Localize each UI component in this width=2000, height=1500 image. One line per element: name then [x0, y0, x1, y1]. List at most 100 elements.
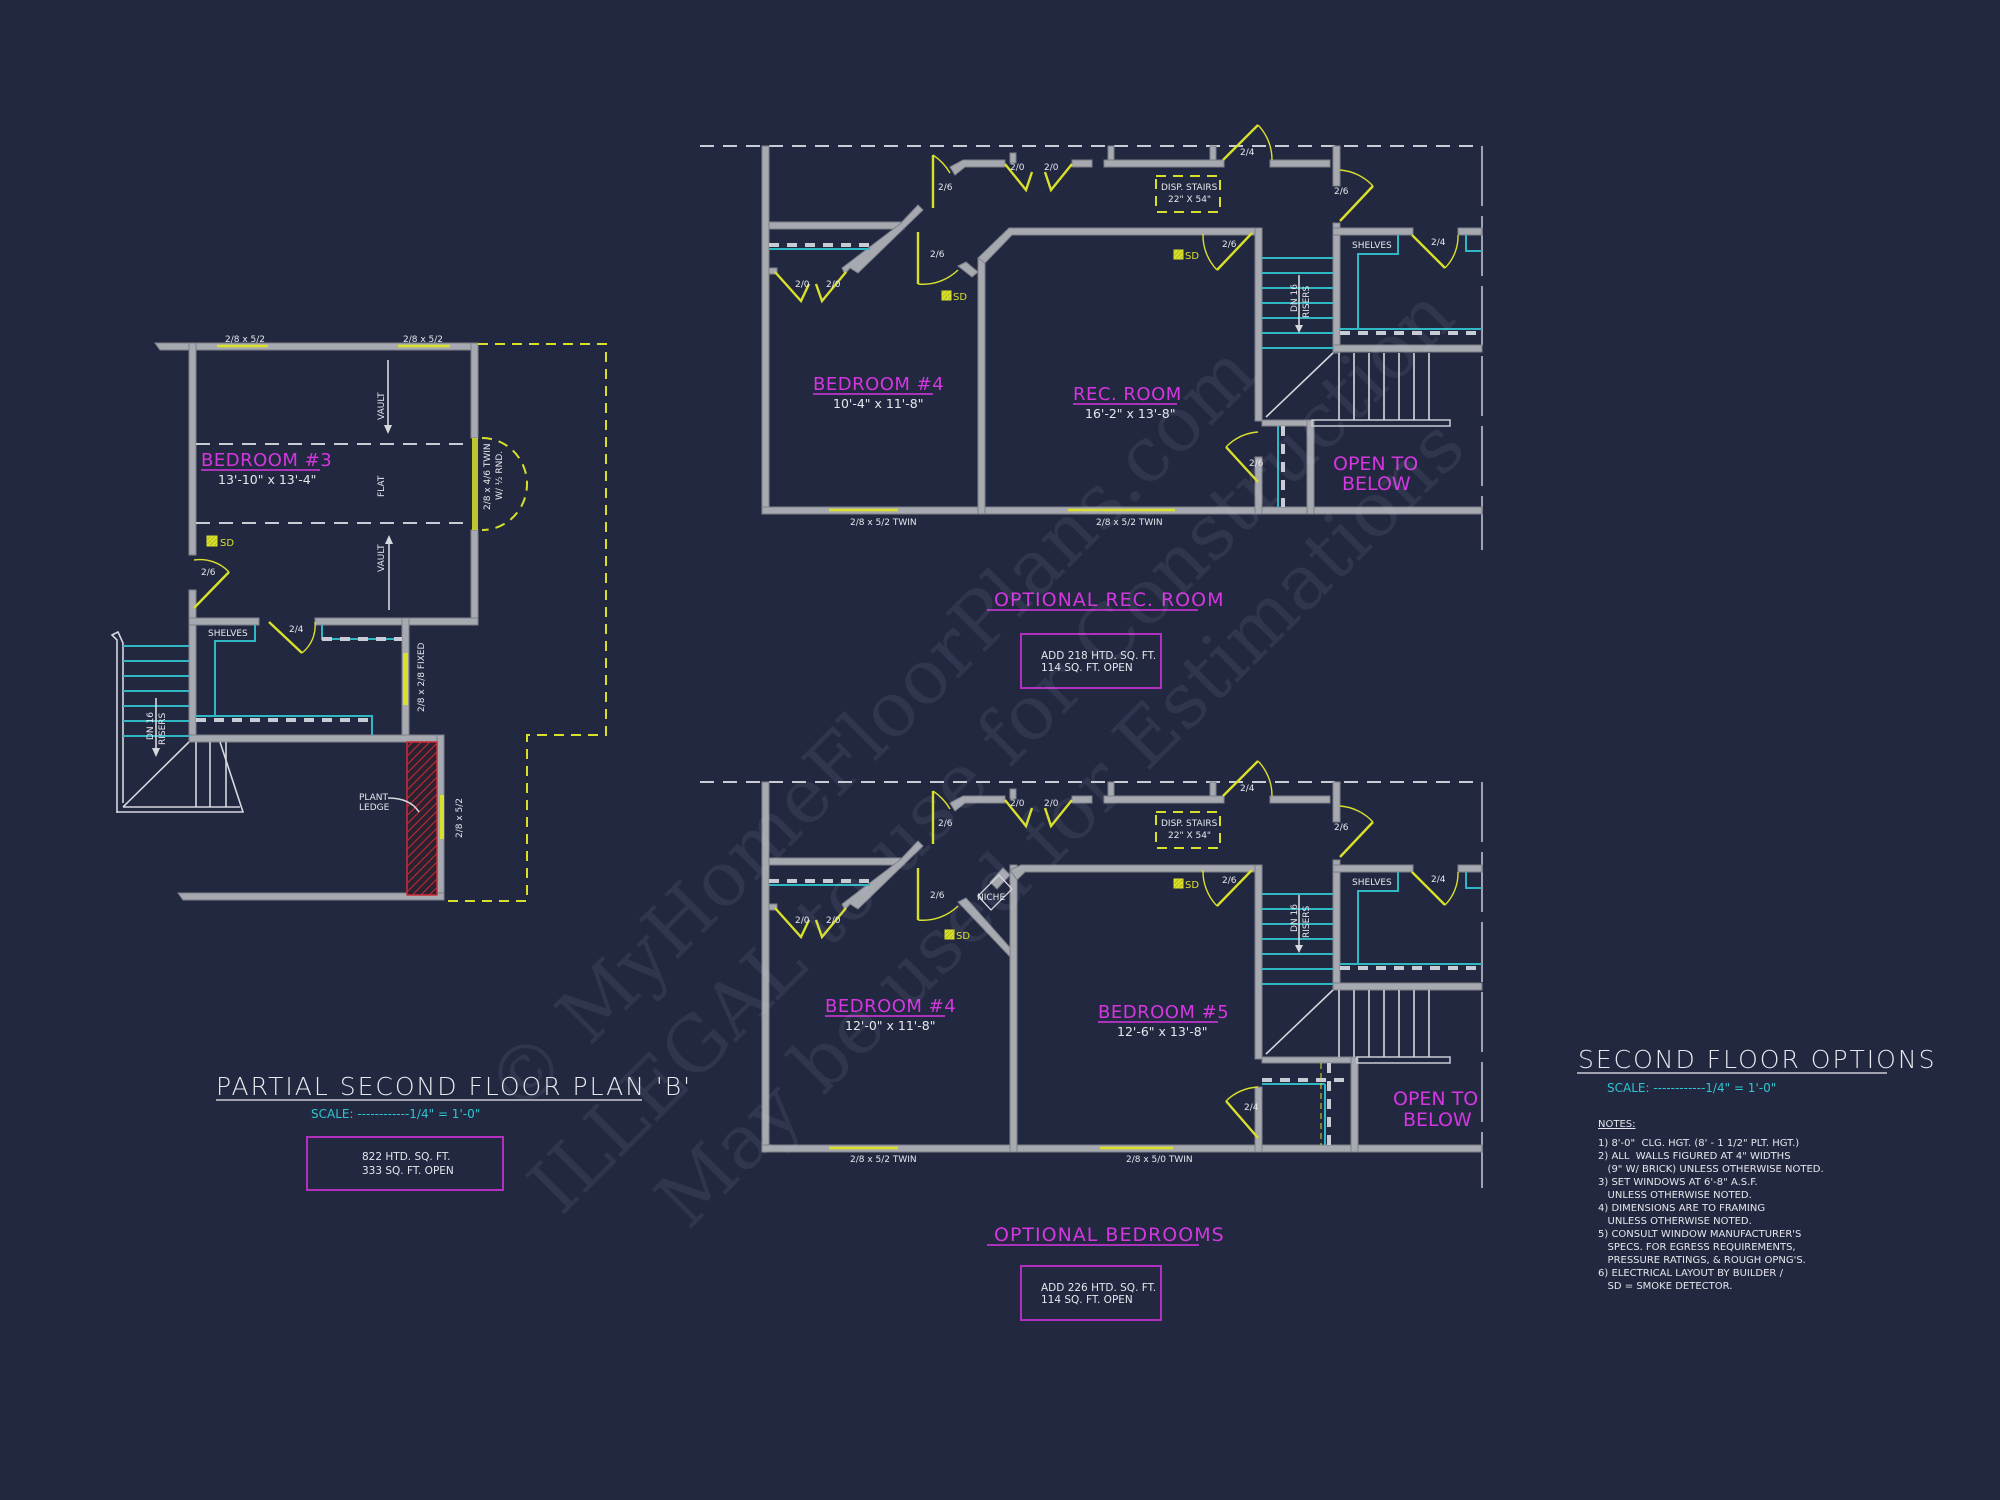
- smoke-detector-label: SD: [956, 931, 970, 942]
- wall: [841, 204, 924, 275]
- wall: [1254, 227, 1263, 422]
- door-swing: [1339, 169, 1374, 187]
- wall: [1457, 864, 1483, 873]
- wall: [470, 529, 479, 626]
- note-line: 4) DIMENSIONS ARE TO FRAMING: [1598, 1203, 1765, 1214]
- door-leaf: [268, 621, 303, 654]
- window-label: 2/8 x 4/6 TWIN: [483, 443, 493, 510]
- area-info-box: [1020, 1265, 1162, 1321]
- door-label: 2/0: [1044, 799, 1059, 809]
- watermark-line: ILLEGAL to use for Construction: [511, 270, 1471, 1230]
- stair-break: [122, 741, 190, 808]
- door-label: 2/6: [1222, 876, 1237, 886]
- door-label: 2/0: [826, 280, 841, 290]
- bifold-door: [814, 271, 847, 304]
- stair-rail: [117, 741, 245, 813]
- wall: [768, 267, 778, 275]
- disp-stairs-label: DISP. STAIRS: [1161, 183, 1218, 193]
- stair-treads: [1262, 257, 1333, 349]
- wall: [1269, 795, 1331, 804]
- room-dimensions: 12'-6" x 13'-8": [1117, 1024, 1207, 1039]
- wall: [1071, 159, 1093, 168]
- area-info-line: 333 SQ. FT. OPEN: [362, 1165, 454, 1177]
- wall: [188, 589, 197, 741]
- room-name: BEDROOM #4: [813, 374, 944, 395]
- disp-stairs-box: [1155, 811, 1221, 849]
- door-swing: [193, 558, 230, 573]
- area-info-box: [306, 1136, 504, 1191]
- smoke-detector-icon: [206, 535, 218, 547]
- option-title: OPTIONAL BEDROOMS: [994, 1224, 1225, 1246]
- leader-line: [387, 797, 420, 813]
- door-label: 2/0: [1010, 163, 1025, 173]
- area-info-box: [1020, 633, 1162, 689]
- room-dimensions: 16'-2" x 13'-8": [1085, 406, 1175, 421]
- stairs-label: RISERS: [1302, 905, 1312, 938]
- window-label: 2/8 x 5/2: [225, 335, 265, 345]
- window-label: 2/8 x 2/8 FIXED: [417, 642, 427, 712]
- stair-rail: [1356, 1056, 1451, 1064]
- window-label: 2/8 x 5/2 TWIN: [850, 1155, 917, 1165]
- niche-label: NICHE: [977, 893, 1005, 903]
- door-leaf: [1339, 185, 1374, 222]
- door-swing: [1444, 871, 1459, 906]
- room-name: BEDROOM #5: [1098, 1002, 1229, 1023]
- wall: [188, 734, 445, 743]
- open-to-below-label: OPEN TO: [1393, 1088, 1478, 1110]
- door-swing: [1202, 233, 1218, 271]
- wall: [1103, 159, 1225, 168]
- door-leaf: [1222, 124, 1259, 161]
- window-label: W/ ½ RND.: [495, 451, 505, 500]
- bifold-door: [1043, 799, 1073, 829]
- stair-treads: [1262, 893, 1333, 985]
- note-line: 1) 8'-0" CLG. HGT. (8' - 1 1/2" PLT. HGT…: [1598, 1138, 1799, 1149]
- partial-second-floor-plan: 2/8 x 5/2 2/8 x 5/2 2/8 x 4/6 TWIN W/ ½ …: [110, 335, 690, 1191]
- door-swing: [1444, 234, 1459, 269]
- arrow-down-icon: [384, 425, 392, 434]
- note-line: 3) SET WINDOWS AT 6'-8" A.S.F.: [1598, 1177, 1758, 1188]
- door-label: 2/6: [1249, 459, 1264, 469]
- open-to-below-label: BELOW: [1403, 1109, 1472, 1131]
- bifold-door: [1043, 163, 1073, 193]
- window-label: 2/8 x 5/2 TWIN: [1096, 518, 1163, 528]
- open-to-below-label: OPEN TO: [1333, 453, 1418, 475]
- door-label: 2/4: [289, 625, 304, 635]
- arrow-down-icon: [1295, 325, 1303, 333]
- area-info-line: 114 SQ. FT. OPEN: [1041, 1294, 1133, 1306]
- smoke-detector-label: SD: [1185, 880, 1199, 891]
- door-leaf: [1339, 821, 1374, 858]
- door-label: 2/0: [826, 916, 841, 926]
- note-line: 5) CONSULT WINDOW MANUFACTURER'S: [1598, 1229, 1801, 1240]
- vault-label: VAULT: [377, 544, 387, 572]
- door-swing: [1339, 805, 1374, 823]
- note-line: SPECS. FOR EGRESS REQUIREMENTS,: [1598, 1242, 1796, 1253]
- door-label: 2/4: [1240, 148, 1255, 158]
- plant-ledge-label: PLANT: [359, 793, 389, 803]
- bifold-door: [774, 907, 811, 940]
- note-line: 2) ALL WALLS FIGURED AT 4" WIDTHS: [1598, 1151, 1791, 1162]
- door-label: 2/0: [795, 916, 810, 926]
- shelf: [196, 715, 373, 735]
- door-label: 2/6: [1334, 187, 1349, 197]
- note-line: 6) ELECTRICAL LAYOUT BY BUILDER /: [1598, 1268, 1784, 1279]
- door-label: 2/6: [201, 568, 216, 578]
- disp-stairs-label: 22" X 54": [1168, 831, 1211, 841]
- shelf: [321, 625, 402, 640]
- door-label: 2/4: [1431, 238, 1446, 248]
- door-swing: [932, 154, 951, 174]
- wall: [314, 617, 479, 626]
- door-swing: [1202, 869, 1218, 907]
- wall: [1332, 145, 1341, 187]
- door-leaf: [1225, 446, 1259, 483]
- note-line: SD = SMOKE DETECTOR.: [1598, 1281, 1732, 1292]
- wall: [1071, 795, 1093, 804]
- door-leaf: [1216, 232, 1253, 271]
- room-name: REC. ROOM: [1073, 384, 1182, 405]
- wall: [1209, 145, 1217, 161]
- shelf: [1357, 235, 1399, 329]
- smoke-detector-label: SD: [1185, 251, 1199, 262]
- wall: [188, 342, 197, 556]
- door-label: 2/0: [795, 280, 810, 290]
- stairs-label: DN 16: [1290, 904, 1300, 932]
